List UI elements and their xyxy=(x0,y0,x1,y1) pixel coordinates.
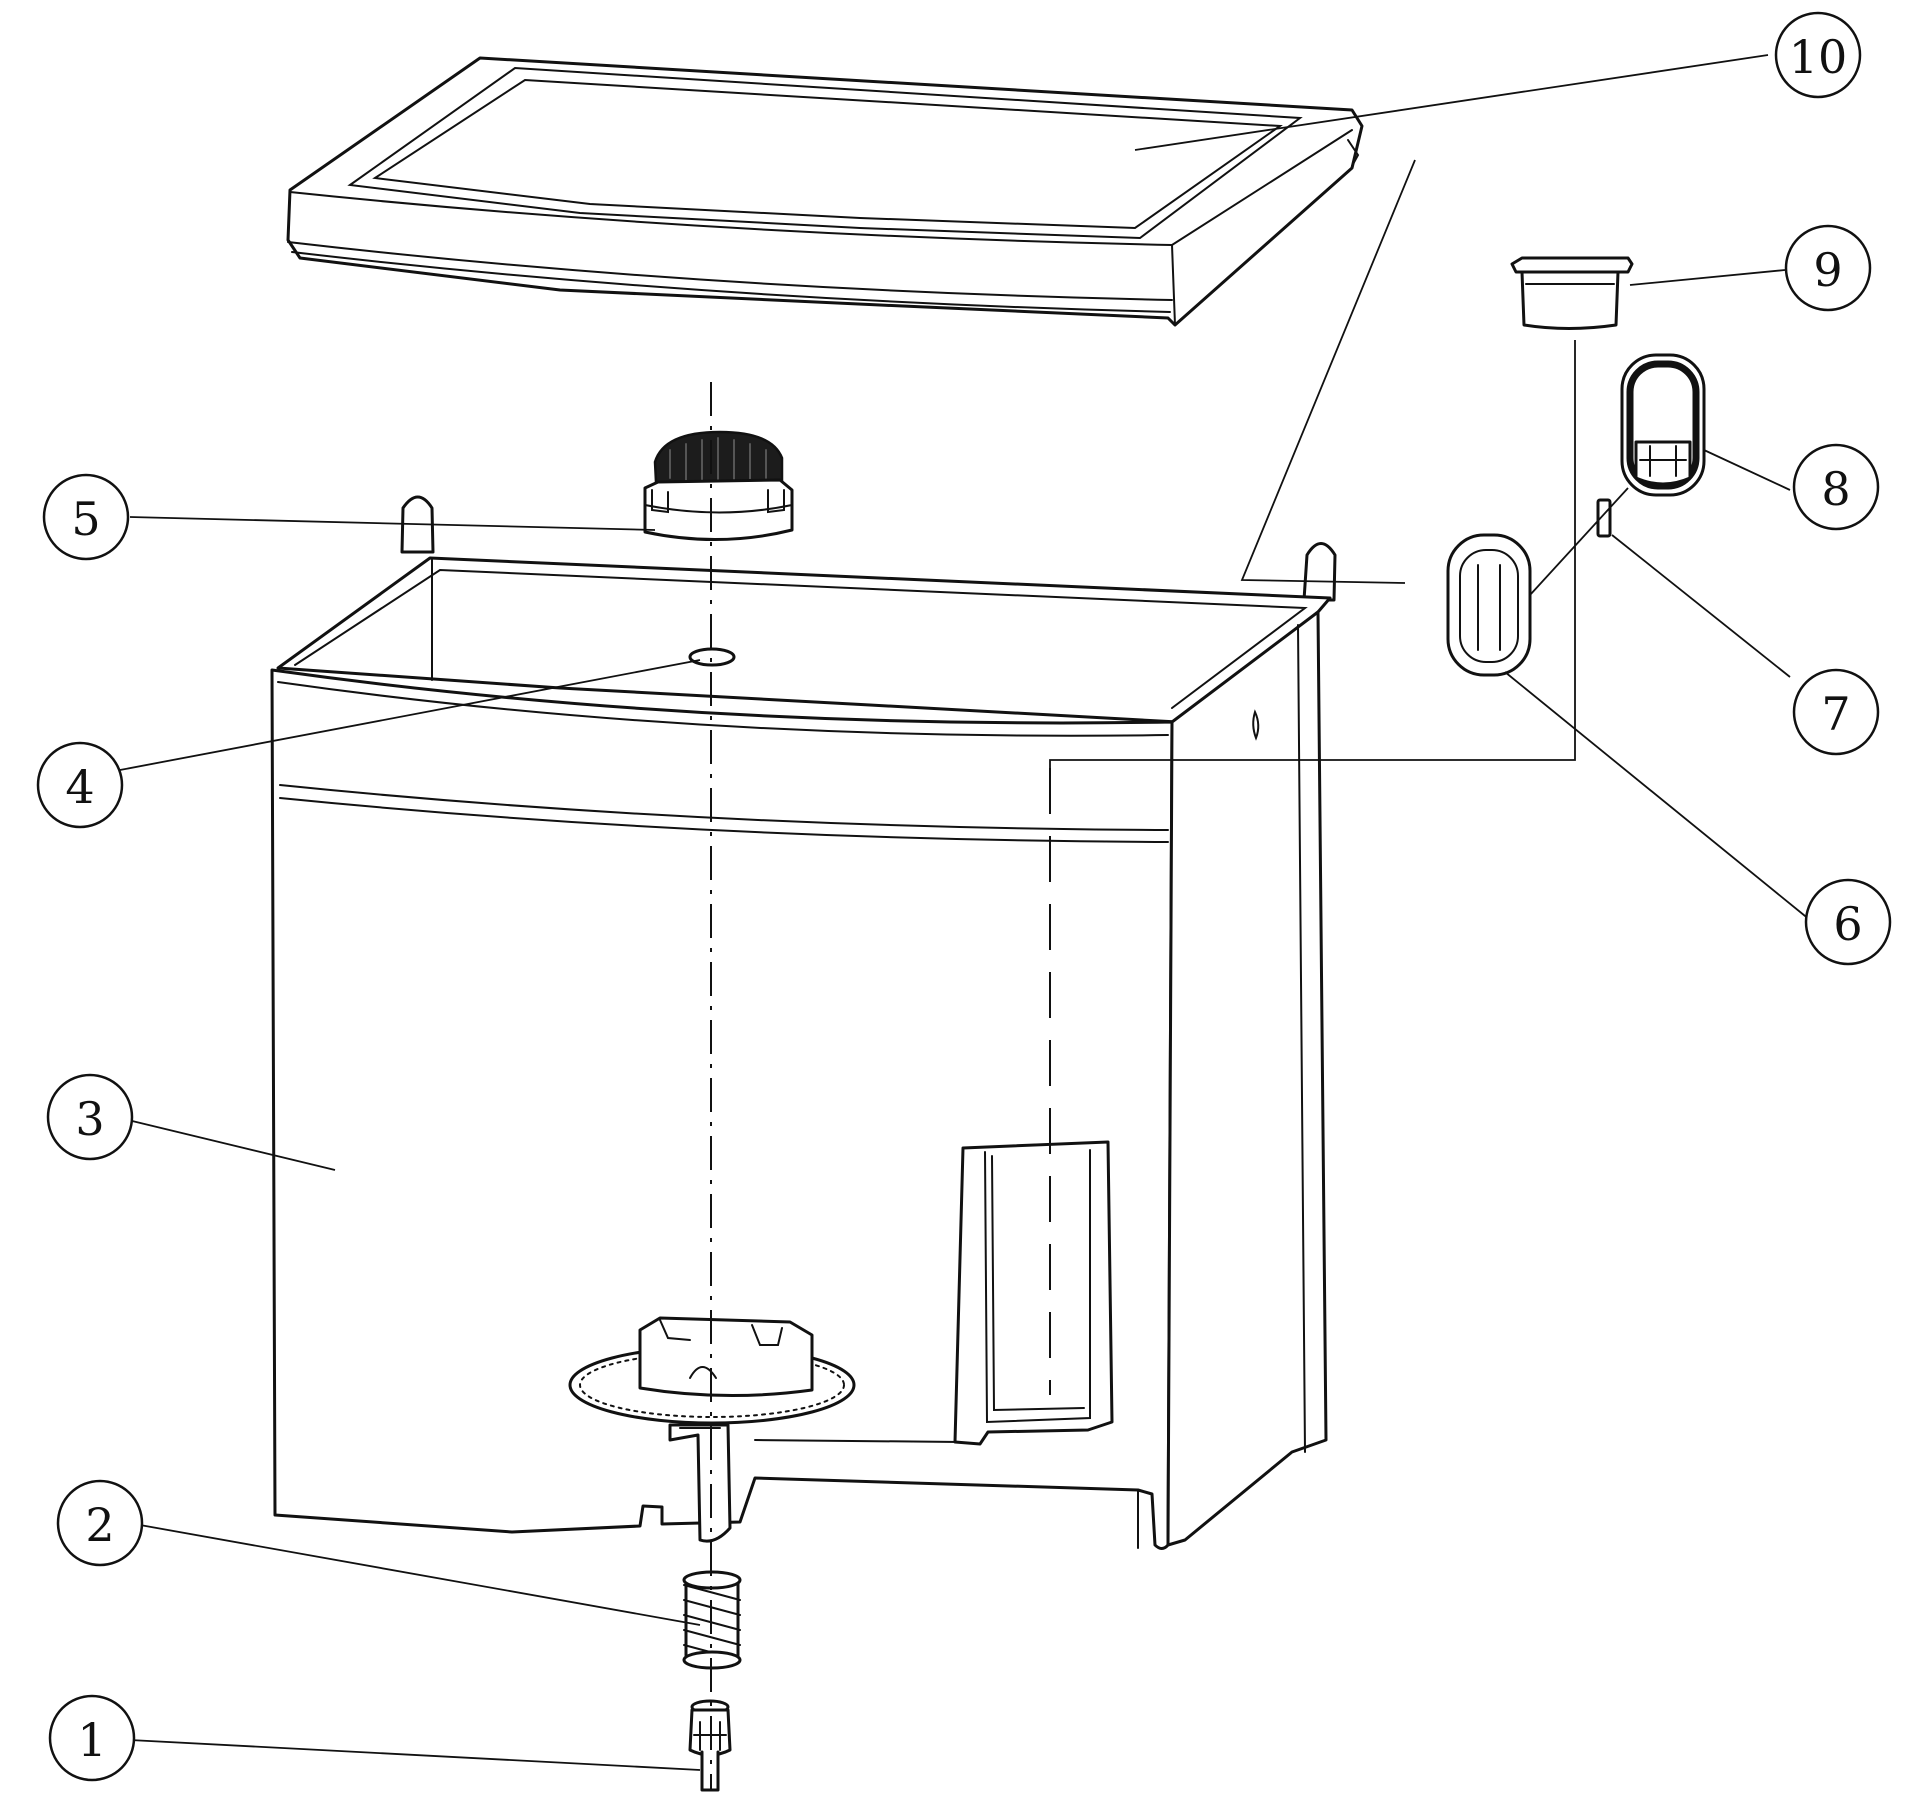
right-hanger-tab xyxy=(1302,542,1337,602)
lid-skirt-line xyxy=(287,241,1173,301)
callout-6: 6 xyxy=(1804,878,1892,966)
leader-1 xyxy=(129,1739,701,1771)
outlet-neck xyxy=(668,1423,732,1543)
valve-seat-crown xyxy=(638,1316,814,1398)
callout-9-label: 9 xyxy=(1813,243,1842,297)
leader-6b xyxy=(1529,487,1629,596)
front-rim-lip xyxy=(277,681,1169,737)
pin xyxy=(1596,498,1612,538)
callout-2-label: 2 xyxy=(85,1498,114,1552)
callout-7-label: 7 xyxy=(1821,687,1850,741)
cap-collar-tab-left xyxy=(651,489,669,514)
callout-2: 2 xyxy=(56,1479,144,1567)
lid-inner-panel xyxy=(372,78,1283,230)
callout-9: 9 xyxy=(1784,224,1872,312)
callout-6-label: 6 xyxy=(1833,897,1862,951)
float-assembly-path xyxy=(1049,340,1576,768)
lid-front-edge xyxy=(289,129,1353,247)
leader-6 xyxy=(1504,671,1811,921)
indicator-cap xyxy=(1510,256,1634,330)
cap xyxy=(643,430,794,542)
lid-body xyxy=(286,56,1364,327)
lid-inner-frame xyxy=(347,66,1303,240)
valve-seat-notch-3 xyxy=(659,1319,691,1341)
callout-5-label: 5 xyxy=(71,492,100,546)
leader-4 xyxy=(119,659,701,771)
leader-7 xyxy=(1611,534,1791,678)
leader-8 xyxy=(1703,449,1791,491)
valve-seat-notch xyxy=(689,1366,717,1379)
float xyxy=(1446,533,1532,677)
callout-10-label: 10 xyxy=(1789,30,1848,84)
side-wall-inner-edge xyxy=(1297,624,1306,1453)
cap-knurl-lines xyxy=(669,437,767,481)
float-channel-inner xyxy=(984,1149,1091,1424)
leader-10 xyxy=(1134,54,1769,151)
float-channel-inner-2 xyxy=(991,1155,1085,1412)
tank-front-wall xyxy=(270,668,1174,1550)
cap-collar-line xyxy=(644,504,793,514)
holder-rim xyxy=(1626,360,1700,490)
float-slot xyxy=(1477,564,1501,651)
indicator-cap-top xyxy=(1510,256,1634,274)
floor-line xyxy=(754,1439,961,1443)
lid xyxy=(286,56,1364,327)
lid-skirt-line-2 xyxy=(291,251,1171,313)
front-groove-lower xyxy=(279,797,1169,843)
indicator-cap-body xyxy=(1520,270,1620,330)
holder-clip-detail xyxy=(1639,445,1687,477)
float-outer xyxy=(1446,533,1532,677)
side-slot xyxy=(1252,709,1260,741)
leader-lines xyxy=(119,54,1811,1771)
tank-rim-inner xyxy=(294,568,1308,709)
callout-5: 5 xyxy=(42,473,130,561)
float-inner xyxy=(1459,549,1519,663)
callout-1-label: 1 xyxy=(77,1713,106,1767)
callout-8: 8 xyxy=(1792,443,1880,531)
fill-hole xyxy=(688,647,736,667)
leader-5 xyxy=(129,516,656,531)
leader-9 xyxy=(1629,269,1786,286)
tank-body xyxy=(270,495,1337,1550)
callout-3-label: 3 xyxy=(75,1092,104,1146)
holder-clip xyxy=(1634,440,1692,486)
callout-4-label: 4 xyxy=(65,760,94,814)
leader-3 xyxy=(127,1119,336,1171)
callout-8-label: 8 xyxy=(1821,462,1850,516)
lid-side-line xyxy=(1171,244,1176,326)
float-channel xyxy=(953,1140,1114,1446)
callout-4: 4 xyxy=(36,741,124,829)
callout-3: 3 xyxy=(46,1073,134,1161)
callout-1: 1 xyxy=(48,1694,136,1782)
cap-collar-tab-right xyxy=(767,489,785,514)
cap-collar xyxy=(643,478,794,542)
valve-seat-notch-2 xyxy=(751,1324,783,1346)
lid-corner-detail xyxy=(1347,139,1360,167)
leader-2 xyxy=(139,1524,701,1626)
lid-hinge-path xyxy=(1240,159,1416,584)
callout-7: 7 xyxy=(1792,668,1880,756)
tank-side-wall xyxy=(1166,610,1328,1547)
callout-10: 10 xyxy=(1774,11,1862,99)
valve-plunger xyxy=(688,1699,732,1792)
magnet-holder xyxy=(1620,353,1706,497)
